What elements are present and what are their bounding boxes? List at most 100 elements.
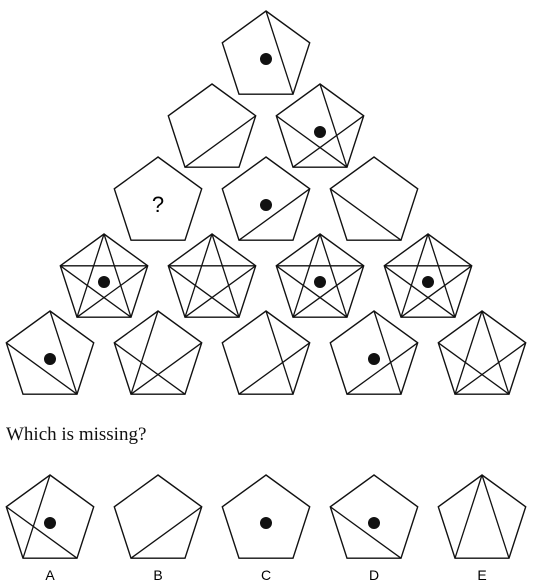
pentagon-outline bbox=[329, 474, 419, 559]
pentagon-outline bbox=[221, 156, 311, 241]
pentagon-outline bbox=[113, 156, 203, 241]
diagonal-line bbox=[481, 474, 510, 559]
pentagon-outline bbox=[275, 233, 365, 318]
option-a[interactable]: A bbox=[5, 474, 95, 583]
pentagon-outline bbox=[221, 474, 311, 559]
pentagon-cell-r4-c4 bbox=[383, 233, 473, 318]
diagonal-line bbox=[265, 310, 294, 395]
pentagon-cell-r1-c1 bbox=[221, 10, 311, 95]
pentagon-outline bbox=[329, 310, 419, 395]
center-dot bbox=[368, 517, 380, 529]
pentagon-outline bbox=[5, 310, 95, 395]
pentagon-cell-r4-c3 bbox=[275, 233, 365, 318]
diagonal-line bbox=[5, 506, 78, 559]
pentagon-cell-r3-c3 bbox=[329, 156, 419, 241]
diagonal-line bbox=[319, 83, 348, 168]
diagonal-line bbox=[454, 474, 483, 559]
center-dot bbox=[260, 517, 272, 529]
pentagon-outline bbox=[221, 10, 311, 95]
pentagon-outline bbox=[113, 474, 203, 559]
diagonal-line bbox=[427, 233, 456, 318]
pentagon-outline bbox=[437, 310, 527, 395]
pentagon-outline bbox=[329, 156, 419, 241]
diagonal-line bbox=[481, 310, 510, 395]
diagonal-line bbox=[292, 265, 365, 318]
option-label: A bbox=[45, 567, 55, 583]
diagonal-line bbox=[400, 233, 429, 318]
diagonal-line bbox=[76, 265, 149, 318]
pentagon-outline bbox=[167, 233, 257, 318]
diagonal-line bbox=[184, 265, 257, 318]
diagonal-line bbox=[275, 115, 348, 168]
puzzle-grid: ? bbox=[5, 10, 527, 395]
pentagon-cell-r2-c1 bbox=[167, 83, 257, 168]
diagonal-line bbox=[454, 342, 527, 395]
center-dot bbox=[98, 276, 110, 288]
pentagon-outline bbox=[113, 310, 203, 395]
diagonal-line bbox=[184, 233, 213, 318]
pentagon-outline bbox=[167, 83, 257, 168]
diagonal-line bbox=[346, 342, 419, 395]
diagonal-line bbox=[238, 188, 311, 241]
diagonal-line bbox=[130, 310, 159, 395]
pentagon-outline bbox=[383, 233, 473, 318]
pentagon-outline bbox=[59, 233, 149, 318]
pentagon-cell-r3-c2 bbox=[221, 156, 311, 241]
diagonal-line bbox=[130, 342, 203, 395]
diagonal-line bbox=[292, 233, 321, 318]
diagonal-line bbox=[383, 265, 456, 318]
diagonal-line bbox=[329, 188, 402, 241]
diagonal-line bbox=[167, 265, 240, 318]
center-dot bbox=[260, 199, 272, 211]
option-label: B bbox=[153, 567, 162, 583]
pentagon-cell-r5-c2 bbox=[113, 310, 203, 395]
pentagon-outline bbox=[275, 83, 365, 168]
diagonal-line bbox=[59, 265, 132, 318]
pentagon-outline bbox=[437, 474, 527, 559]
pentagon-cell-r5-c5 bbox=[437, 310, 527, 395]
pentagon-cell-r5-c4 bbox=[329, 310, 419, 395]
center-dot bbox=[314, 126, 326, 138]
pentagon-cell-r5-c3 bbox=[221, 310, 311, 395]
diagonal-line bbox=[130, 506, 203, 559]
diagonal-line bbox=[22, 474, 51, 559]
diagonal-line bbox=[454, 310, 483, 395]
diagonal-line bbox=[400, 265, 473, 318]
center-dot bbox=[422, 276, 434, 288]
diagonal-line bbox=[184, 115, 257, 168]
diagonal-line bbox=[373, 310, 402, 395]
option-d[interactable]: D bbox=[329, 474, 419, 583]
diagonal-line bbox=[437, 342, 510, 395]
diagonal-line bbox=[319, 233, 348, 318]
pentagon-cell-r4-c1 bbox=[59, 233, 149, 318]
diagonal-line bbox=[76, 233, 105, 318]
diagonal-line bbox=[292, 115, 365, 168]
option-c[interactable]: C bbox=[221, 474, 311, 583]
diagonal-line bbox=[113, 342, 186, 395]
answer-options: A B C D E bbox=[5, 474, 527, 583]
diagonal-line bbox=[211, 233, 240, 318]
option-label: D bbox=[369, 567, 379, 583]
center-dot bbox=[44, 353, 56, 365]
center-dot bbox=[368, 353, 380, 365]
diagonal-line bbox=[329, 506, 402, 559]
center-dot bbox=[44, 517, 56, 529]
center-dot bbox=[314, 276, 326, 288]
diagonal-line bbox=[5, 342, 78, 395]
pentagon-cell-r5-c1 bbox=[5, 310, 95, 395]
diagonal-line bbox=[49, 310, 78, 395]
option-b[interactable]: B bbox=[113, 474, 203, 583]
pentagon-cell-r4-c2 bbox=[167, 233, 257, 318]
diagonal-line bbox=[238, 342, 311, 395]
question-text: Which is missing? bbox=[6, 424, 147, 445]
diagonal-line bbox=[103, 233, 132, 318]
center-dot bbox=[260, 53, 272, 65]
option-e[interactable]: E bbox=[437, 474, 527, 583]
pentagon-outline bbox=[5, 474, 95, 559]
diagonal-line bbox=[265, 10, 294, 95]
missing-cell: ? bbox=[113, 156, 203, 241]
option-label: E bbox=[477, 567, 486, 583]
option-label: C bbox=[261, 567, 271, 583]
missing-question-mark: ? bbox=[152, 192, 164, 217]
